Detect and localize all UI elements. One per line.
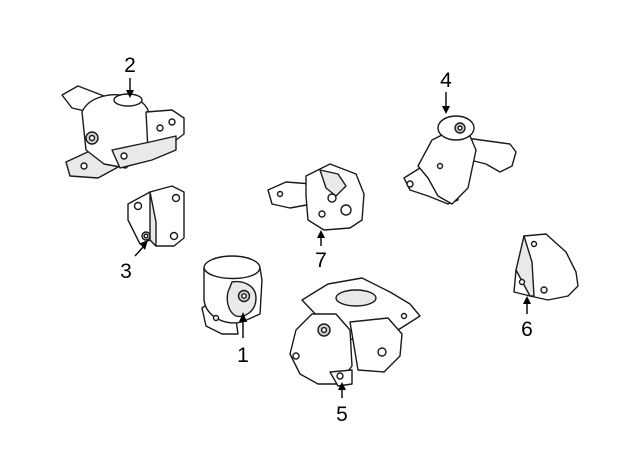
- part-5-engine-mount[interactable]: [289, 277, 421, 387]
- part-4-right-mount[interactable]: [403, 115, 517, 205]
- callout-6-label: 6: [521, 318, 533, 341]
- callout-1-label: 1: [237, 344, 249, 367]
- callout-6: 6: [521, 296, 533, 341]
- callout-7-label: 7: [315, 249, 327, 272]
- callout-4: 4: [440, 69, 452, 114]
- callout-5-label: 5: [336, 403, 348, 426]
- part-1-front-mount[interactable]: [201, 255, 263, 335]
- part-2-transmission-mount[interactable]: [61, 85, 185, 179]
- callout-2: 2: [124, 54, 136, 98]
- part-3-bracket[interactable]: [127, 185, 185, 247]
- callout-3-label: 3: [120, 260, 132, 283]
- callout-5: 5: [336, 382, 348, 426]
- callout-1: 1: [237, 312, 249, 367]
- part-6-side-bracket[interactable]: [513, 233, 579, 301]
- callout-7: 7: [315, 230, 327, 272]
- callout-2-label: 2: [124, 54, 136, 77]
- callout-4-label: 4: [440, 69, 452, 92]
- callout-3: 3: [120, 240, 148, 283]
- part-7-bracket[interactable]: [267, 163, 365, 231]
